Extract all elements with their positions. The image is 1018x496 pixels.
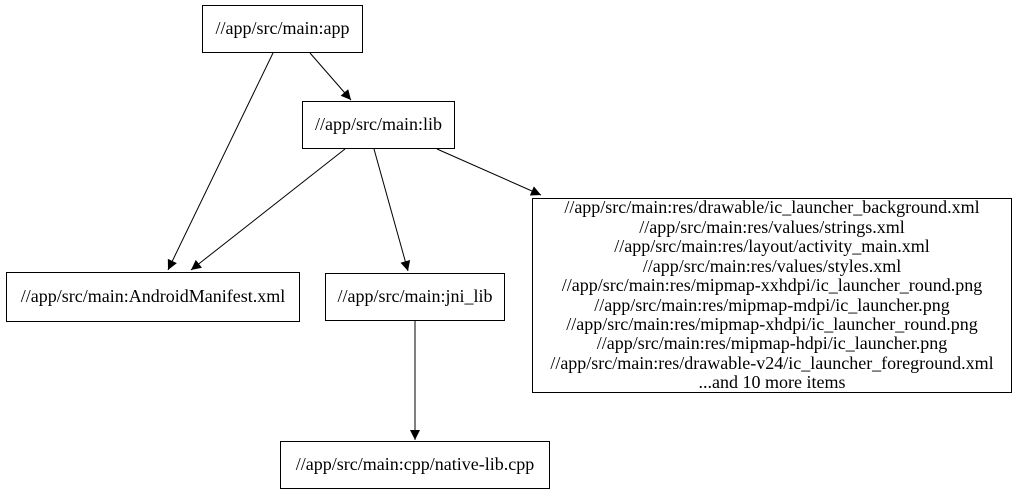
node-app: //app/src/main:app bbox=[202, 5, 363, 53]
res-file-line: //app/src/main:res/values/strings.xml bbox=[639, 216, 905, 237]
node-lib: //app/src/main:lib bbox=[302, 101, 455, 149]
node-native-lib-cpp-label: //app/src/main:cpp/native-lib.cpp bbox=[295, 454, 535, 475]
res-file-line: //app/src/main:res/drawable/ic_launcher_… bbox=[564, 197, 980, 218]
node-jni-lib-label: //app/src/main:jni_lib bbox=[337, 286, 493, 307]
node-native-lib-cpp: //app/src/main:cpp/native-lib.cpp bbox=[280, 441, 550, 489]
node-res-files-group: //app/src/main:res/drawable/ic_launcher_… bbox=[532, 198, 1012, 393]
node-android-manifest: //app/src/main:AndroidManifest.xml bbox=[6, 272, 300, 322]
edge-app-to-manifest bbox=[167, 52, 274, 271]
res-file-line: //app/src/main:res/values/styles.xml bbox=[642, 255, 902, 276]
res-file-line: //app/src/main:res/drawable-v24/ic_launc… bbox=[550, 352, 994, 373]
edge-lib-to-jni-lib bbox=[373, 148, 411, 272]
res-file-line: //app/src/main:res/mipmap-mdpi/ic_launch… bbox=[594, 294, 950, 315]
node-app-label: //app/src/main:app bbox=[215, 18, 350, 39]
node-android-manifest-label: //app/src/main:AndroidManifest.xml bbox=[20, 286, 286, 307]
res-file-line: //app/src/main:res/mipmap-xhdpi/ic_launc… bbox=[566, 313, 978, 334]
res-file-line: //app/src/main:res/mipmap-xxhdpi/ic_laun… bbox=[561, 275, 983, 296]
res-more-items-line: ...and 10 more items bbox=[698, 372, 846, 393]
res-file-line: //app/src/main:res/mipmap-hdpi/ic_launch… bbox=[596, 333, 948, 354]
node-jni-lib: //app/src/main:jni_lib bbox=[325, 273, 505, 321]
edge-app-to-lib bbox=[309, 52, 352, 101]
node-lib-label: //app/src/main:lib bbox=[315, 114, 442, 135]
edge-lib-to-manifest bbox=[190, 148, 346, 271]
res-file-line: //app/src/main:res/layout/activity_main.… bbox=[614, 236, 930, 257]
edge-lib-to-res-files bbox=[436, 148, 542, 196]
